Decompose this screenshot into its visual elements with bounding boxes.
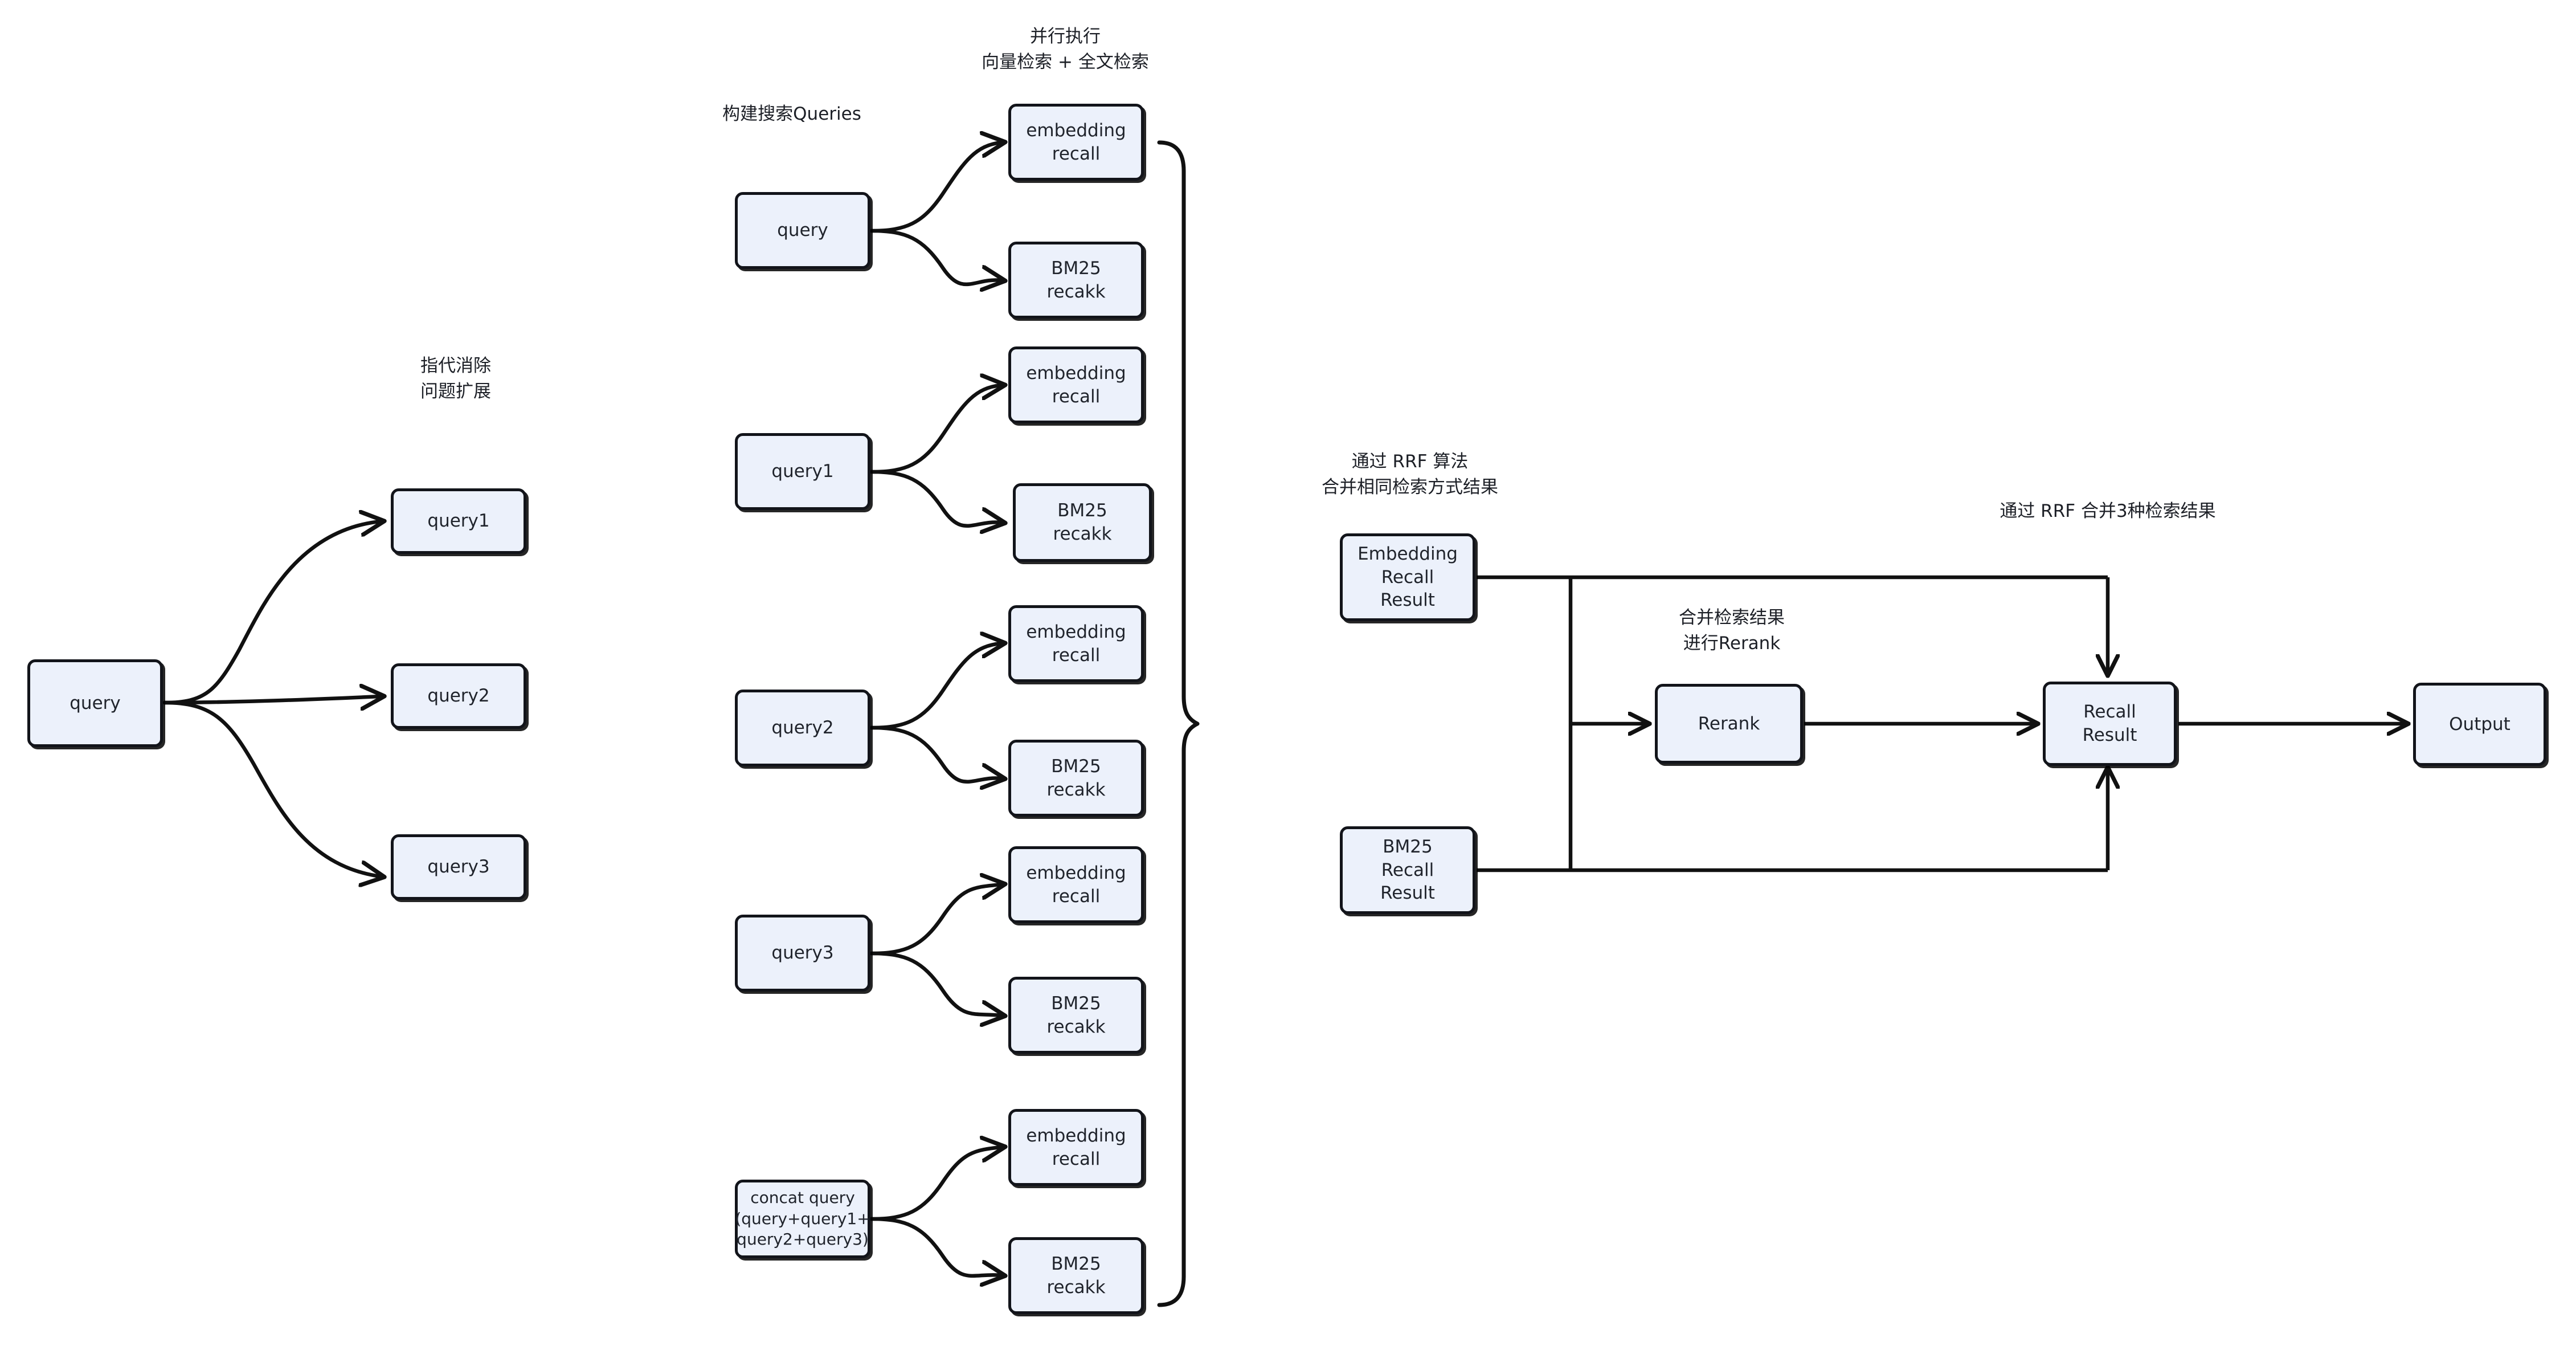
note-rrf-three: 通过 RRF 合并3种检索结果 <box>2000 501 2216 521</box>
node-label: query <box>69 692 121 713</box>
node-query-source[interactable]: query <box>27 659 163 747</box>
group-brace <box>1157 140 1200 1307</box>
node-stage2-bm25-2[interactable]: BM25 recakk <box>1008 740 1144 817</box>
node-output[interactable]: Output <box>2413 683 2546 766</box>
node-stage2-query-1[interactable]: query1 <box>735 433 870 510</box>
node-stage2-embedding-2[interactable]: embedding recall <box>1008 605 1144 682</box>
note-build-queries: 构建搜索Queries <box>722 104 861 124</box>
stage1-fanout-edges <box>162 521 381 876</box>
node-stage2-embedding-4[interactable]: embedding recall <box>1008 1109 1144 1186</box>
node-label: Output <box>2449 713 2510 735</box>
node-stage2-embedding-0[interactable]: embedding recall <box>1008 104 1144 181</box>
node-label: Rerank <box>1698 713 1760 734</box>
node-label: BM25 recakk <box>1046 258 1106 302</box>
node-stage2-query-2[interactable]: query2 <box>735 690 870 766</box>
node-label: embedding recall <box>1026 1125 1126 1169</box>
stage2-fanout-edges <box>869 142 1001 1276</box>
node-label: concat query (query+query1+ query2+query… <box>735 1188 870 1249</box>
node-label: query1 <box>771 461 834 482</box>
node-label: BM25 Recall Result <box>1380 836 1435 904</box>
node-recall-result[interactable]: Recall Result <box>2043 682 2177 766</box>
node-label: BM25 recakk <box>1046 756 1106 800</box>
node-label: BM25 recakk <box>1046 1253 1106 1298</box>
node-rerank[interactable]: Rerank <box>1655 684 1803 764</box>
node-stage2-query-3[interactable]: query3 <box>735 915 870 992</box>
node-stage2-bm25-4[interactable]: BM25 recakk <box>1008 1237 1144 1314</box>
node-label: Recall Result <box>2082 702 2137 745</box>
note-merge-rerank: 合并检索结果 进行Rerank <box>1679 607 1785 654</box>
node-query1[interactable]: query1 <box>391 488 526 554</box>
node-label: embedding recall <box>1026 862 1126 907</box>
node-label: embedding recall <box>1026 120 1126 164</box>
node-bm25-recall-result[interactable]: BM25 Recall Result <box>1340 826 1475 914</box>
node-stage2-bm25-0[interactable]: BM25 recakk <box>1008 242 1144 319</box>
node-query3[interactable]: query3 <box>391 834 526 900</box>
note-parallel: 并行执行 向量检索 + 全文检索 <box>982 26 1149 72</box>
node-stage2-query-0[interactable]: query <box>735 192 870 269</box>
note-rrf-same: 通过 RRF 算法 合并相同检索方式结果 <box>1322 451 1498 497</box>
node-embedding-recall-result[interactable]: Embedding Recall Result <box>1340 533 1475 621</box>
node-label: BM25 recakk <box>1053 500 1112 544</box>
node-label: query3 <box>771 943 834 964</box>
stage3-routing-edges <box>1477 575 2405 872</box>
node-stage2-query-4[interactable]: concat query (query+query1+ query2+query… <box>735 1180 870 1258</box>
node-label: query <box>777 220 828 241</box>
node-label: embedding recall <box>1026 362 1126 407</box>
node-label: Embedding Recall Result <box>1357 543 1458 611</box>
node-label: query2 <box>771 717 834 739</box>
node-label: embedding recall <box>1026 621 1126 666</box>
node-label: query2 <box>427 686 490 707</box>
node-stage2-bm25-1[interactable]: BM25 recakk <box>1013 483 1152 562</box>
node-query2[interactable]: query2 <box>391 663 526 729</box>
node-label: query3 <box>427 857 490 878</box>
node-label: BM25 recakk <box>1046 993 1106 1037</box>
node-stage2-embedding-3[interactable]: embedding recall <box>1008 846 1144 923</box>
node-stage2-embedding-1[interactable]: embedding recall <box>1008 346 1144 423</box>
note-rewrite: 指代消除 问题扩展 <box>420 356 491 402</box>
node-label: query1 <box>427 511 490 532</box>
node-stage2-bm25-3[interactable]: BM25 recakk <box>1008 977 1144 1054</box>
